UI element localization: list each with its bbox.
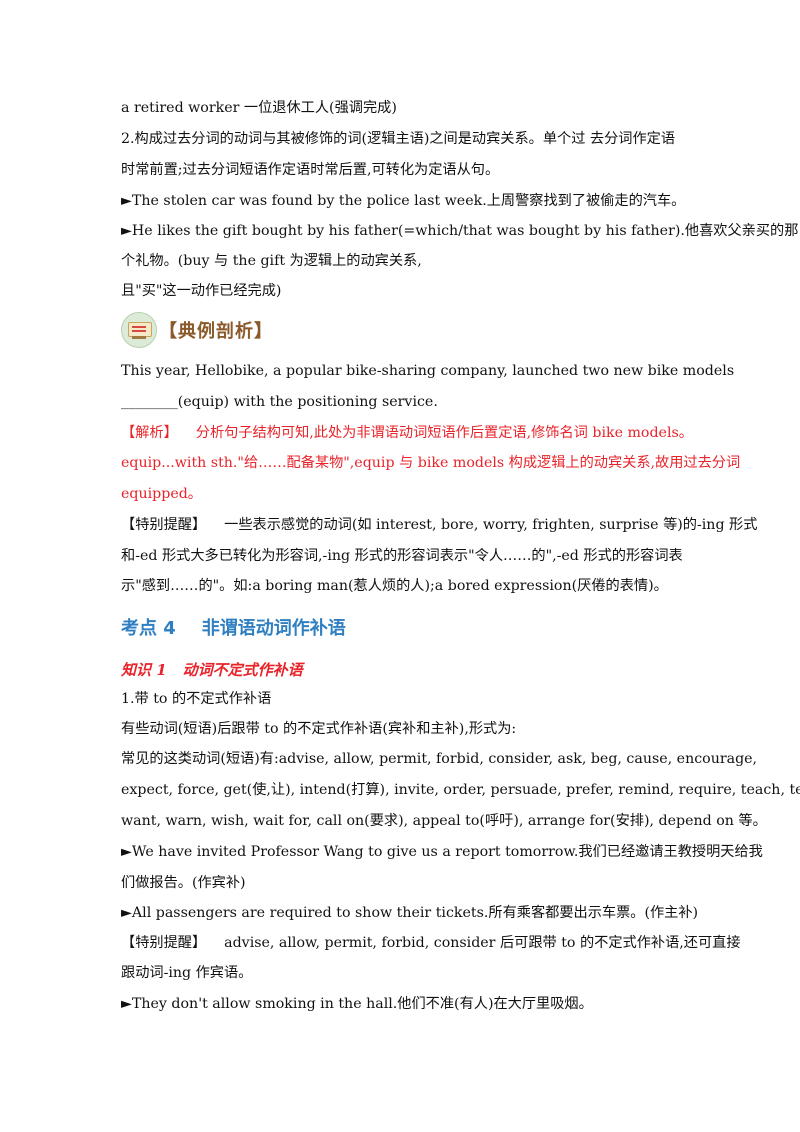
text-line: 2.构成过去分词的动词与其被修饰的词(逻辑主语)之间是动宾关系。单个过 去分词作… <box>121 131 676 147</box>
teacher-board-icon <box>121 312 157 348</box>
tip-line: 和-ed 形式大多已转化为形容词,-ing 形式的形容词表示"令人……的",-e… <box>121 548 683 564</box>
example-sentence: ►They don't allow smoking in the hall.他们… <box>121 996 593 1012</box>
text-line: 常见的这类动词(短语)有:advise, allow, permit, forb… <box>121 751 758 767</box>
tip-line: 跟动词-ing 作宾语。 <box>121 965 253 981</box>
analysis-line: equip...with sth."给……配备某物",equip 与 bike … <box>121 455 741 471</box>
tip-text: advise, allow, permit, forbid, consider … <box>224 935 741 951</box>
tip-line: 示"感到……的"。如:a boring man(惹人烦的人);a bored e… <box>121 578 668 594</box>
knowledge-heading: 知识 1 动词不定式作补语 <box>121 659 303 680</box>
banner-title: 【典例剖析】 <box>159 321 273 342</box>
question-line: ________(equip) with the positioning ser… <box>121 394 438 410</box>
section-banner: 【典例剖析】 <box>121 312 273 348</box>
text-line: want, warn, wish, wait for, call on(要求),… <box>121 813 767 829</box>
tip-text: 一些表示感觉的动词(如 interest, bore, worry, frigh… <box>224 517 758 533</box>
example-sentence: ►All passengers are required to show the… <box>121 905 699 921</box>
section-title: 非谓语动词作补语 <box>201 618 346 639</box>
text-line: 1.带 to 的不定式作补语 <box>121 691 272 707</box>
section-number: 考点 4 <box>121 618 176 639</box>
text-line: 有些动词(短语)后跟带 to 的不定式作补语(宾补和主补),形式为: <box>121 721 517 737</box>
analysis-text: 分析句子结构可知,此处为非谓语动词短语作后置定语,修饰名词 bike model… <box>195 425 693 441</box>
tip-line: 【特别提醒】 一些表示感觉的动词(如 interest, bore, worry,… <box>121 515 757 535</box>
text-line: expect, force, get(使,让), intend(打算), inv… <box>121 782 800 798</box>
text-line: 个礼物。(buy 与 the gift 为逻辑上的动宾关系, <box>121 253 422 269</box>
tip-label: 【特别提醒】 <box>121 517 207 533</box>
example-sentence: ►We have invited Professor Wang to give … <box>121 844 763 860</box>
analysis-label: 【解析】 <box>121 425 178 441</box>
tip-line: 【特别提醒】 advise, allow, permit, forbid, con… <box>121 933 741 953</box>
knowledge-title: 动词不定式作补语 <box>182 661 303 679</box>
text-line: 且"买"这一动作已经完成) <box>121 283 282 299</box>
analysis-line: 【解析】 分析句子结构可知,此处为非谓语动词短语作后置定语,修饰名词 bike m… <box>121 423 693 443</box>
text-line: 时常前置;过去分词短语作定语时常后置,可转化为定语从句。 <box>121 162 500 178</box>
tip-label: 【特别提醒】 <box>121 935 207 951</box>
example-sentence: ►The stolen car was found by the police … <box>121 193 686 209</box>
question-line: This year, Hellobike, a popular bike-sha… <box>121 363 735 379</box>
analysis-line: equipped。 <box>121 486 202 502</box>
text-line: 们做报告。(作宾补) <box>121 875 246 891</box>
text-line: a retired worker 一位退休工人(强调完成) <box>121 100 397 116</box>
example-sentence: ►He likes the gift bought by his father(… <box>121 223 799 239</box>
section-heading: 考点 4 非谓语动词作补语 <box>121 614 346 640</box>
knowledge-number: 知识 1 <box>121 661 167 679</box>
